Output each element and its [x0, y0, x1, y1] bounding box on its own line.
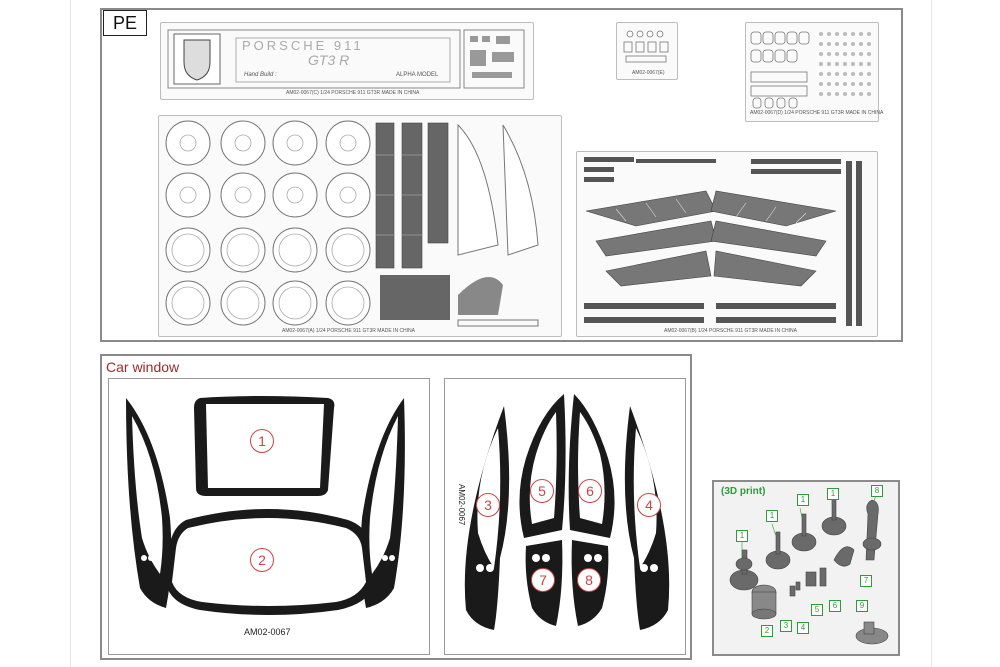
sheet-a-code: AM02-0067(A) 1/24 PORSCHE 911 GT3R MADE … — [282, 328, 416, 334]
print3d-tag-1b: 1 — [766, 510, 778, 522]
window-number-7: 7 — [531, 568, 555, 592]
print3d-tag-4: 4 — [797, 622, 809, 634]
print3d-tag-8: 8 — [871, 485, 883, 497]
window-sheet-left-art — [126, 396, 405, 615]
sheet-d-code: AM02-0067(D) 1/24 PORSCHE 911 GT3R MADE … — [750, 110, 884, 116]
print3d-title: (3D print) — [721, 486, 766, 497]
pe-sheet-b-art — [584, 157, 862, 326]
print3d-tag-2: 2 — [761, 625, 773, 637]
window-number-2: 2 — [250, 548, 274, 572]
logo-text-gt3r: GT3 R — [308, 52, 350, 68]
window-number-4: 4 — [637, 493, 661, 517]
window-number-8: 8 — [577, 568, 601, 592]
window-left-code: AM02-0067 — [244, 627, 291, 637]
window-number-5: 5 — [530, 479, 554, 503]
sheet-e-code: AM02-0067(E) — [632, 70, 665, 76]
print3d-parts-art — [729, 493, 889, 645]
window-number-1: 1 — [250, 429, 274, 453]
window-number-3: 3 — [476, 493, 500, 517]
print3d-tag-5: 5 — [811, 604, 823, 616]
print3d-tag-1d: 1 — [827, 488, 839, 500]
print3d-tag-1c: 1 — [797, 494, 809, 506]
hand-build-text: Hand Build : — [244, 72, 277, 78]
alpha-model-text: ALPHA MODEL — [396, 72, 439, 78]
pe-sheet-d-art — [750, 31, 871, 109]
window-right-code: AM02-0067 — [457, 484, 466, 526]
print3d-tag-6: 6 — [829, 600, 841, 612]
pe-label: PE — [103, 10, 147, 36]
pe-sheet-c-art — [167, 29, 525, 89]
car-window-title: Car window — [106, 359, 180, 375]
pe-sheet-e — [616, 22, 678, 80]
sheet-c-code: AM02-0067(C) 1/24 PORSCHE 911 GT3R MADE … — [286, 90, 420, 96]
print3d-tag-9: 9 — [856, 600, 868, 612]
pe-sheet-e-art — [623, 30, 669, 63]
window-number-6: 6 — [578, 479, 602, 503]
print3d-tag-7: 7 — [860, 575, 872, 587]
logo-text-porsche: PORSCHE 911 — [242, 38, 364, 53]
print3d-tag-3: 3 — [780, 620, 792, 632]
pe-sheet-a-art — [165, 120, 539, 327]
sheet-b-code: AM02-0067(B) 1/24 PORSCHE 911 GT3R MADE … — [664, 328, 798, 334]
print3d-tag-1a: 1 — [736, 530, 748, 542]
